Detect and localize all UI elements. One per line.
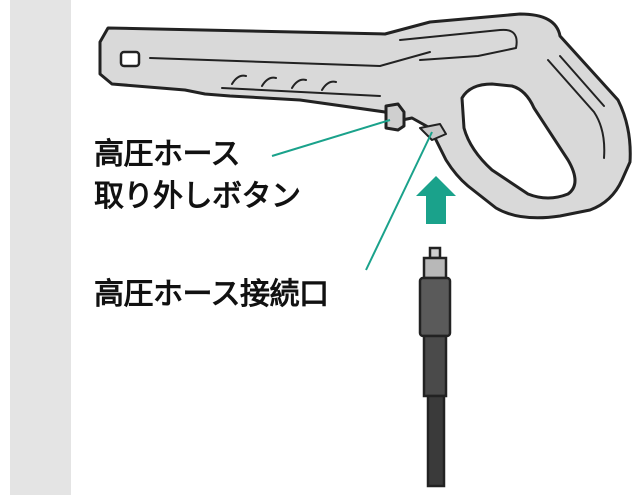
handle-grip-opening — [460, 82, 577, 200]
label-hose-connection-port: 高圧ホース接続口 — [94, 277, 329, 312]
spray-gun — [98, 12, 632, 220]
hose-fitting-tip — [428, 246, 442, 260]
barrel-groove — [149, 51, 431, 67]
grip-texture — [547, 55, 606, 159]
body-panel-line — [399, 28, 518, 61]
hose-tube — [426, 394, 446, 488]
leader-line-release-button — [271, 119, 391, 157]
side-band — [10, 0, 71, 495]
hose-collar — [422, 334, 448, 398]
hose-fitting-nut — [422, 256, 448, 280]
hose-assembly — [418, 246, 452, 488]
leader-line-connection-port — [365, 131, 433, 271]
hose-fitting-sleeve — [418, 276, 452, 338]
insert-direction-arrow — [416, 176, 456, 224]
label-hose-release-button-line1: 高圧ホース — [94, 137, 241, 172]
nozzle-slot — [119, 50, 141, 68]
label-hose-release-button-line2: 取り外しボタン — [94, 179, 301, 214]
connection-port — [419, 123, 447, 141]
vent-fins — [221, 74, 381, 97]
hose-release-button[interactable] — [384, 102, 406, 132]
